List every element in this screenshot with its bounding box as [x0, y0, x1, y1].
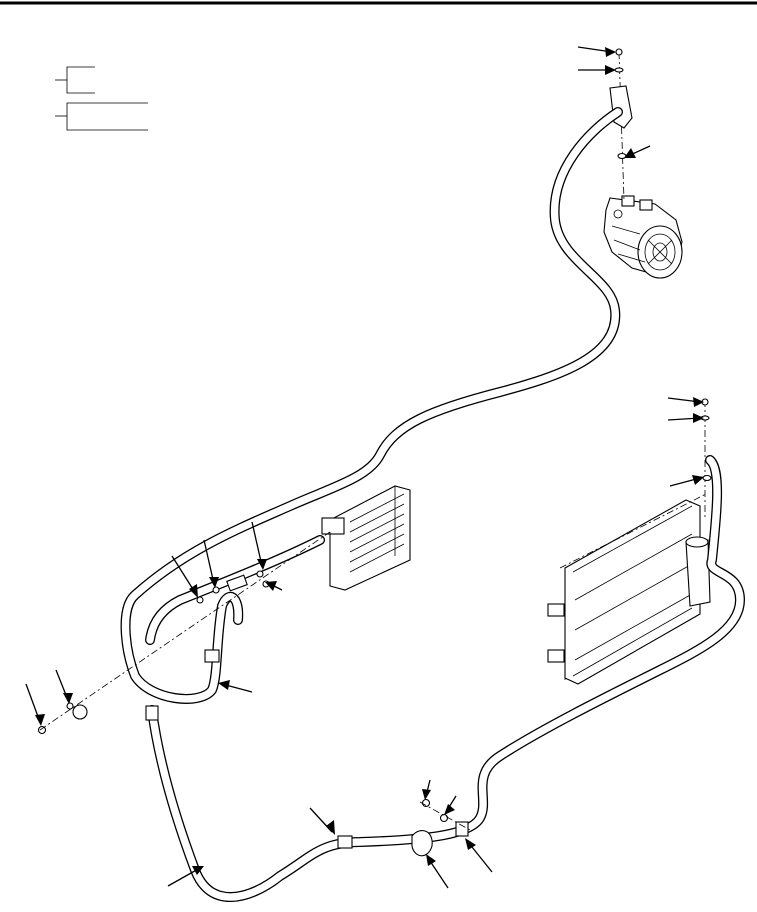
callout-arrow-7: [251, 521, 267, 570]
callout-arrow-3: [624, 145, 651, 158]
callout-arrow-9: [171, 555, 198, 598]
suction-hose: [145, 535, 325, 645]
condenser: [547, 499, 701, 685]
callout-arrow-15: [422, 779, 431, 800]
callout-arrow-11: [218, 680, 253, 693]
callout-arrow-8: [203, 539, 219, 588]
compressor-fitting: [609, 48, 633, 201]
callout-arrow-17: [426, 854, 449, 889]
centerlines: [39, 493, 707, 831]
callout-arrow-13: [55, 669, 73, 704]
callout-arrow-2: [578, 65, 616, 75]
callout-arrow-1: [577, 46, 616, 57]
discharge-hose: [120, 107, 623, 704]
callout-arrow-4: [667, 397, 704, 407]
callout-arrow-12: [25, 683, 45, 726]
callout-arrows: [25, 46, 704, 889]
legend-bracket: [55, 66, 148, 131]
callout-arrow-19: [167, 866, 204, 887]
callout-arrow-16: [444, 795, 457, 815]
compressor: [603, 195, 683, 279]
callout-arrow-10: [265, 581, 283, 591]
callout-arrow-14: [309, 807, 335, 835]
callout-arrow-5: [667, 413, 704, 423]
evaporator: [321, 485, 411, 591]
liquid-line: [147, 455, 745, 902]
hose-fittings: [37, 570, 469, 857]
callout-arrow-6: [669, 475, 704, 487]
callout-arrow-18: [465, 838, 493, 873]
